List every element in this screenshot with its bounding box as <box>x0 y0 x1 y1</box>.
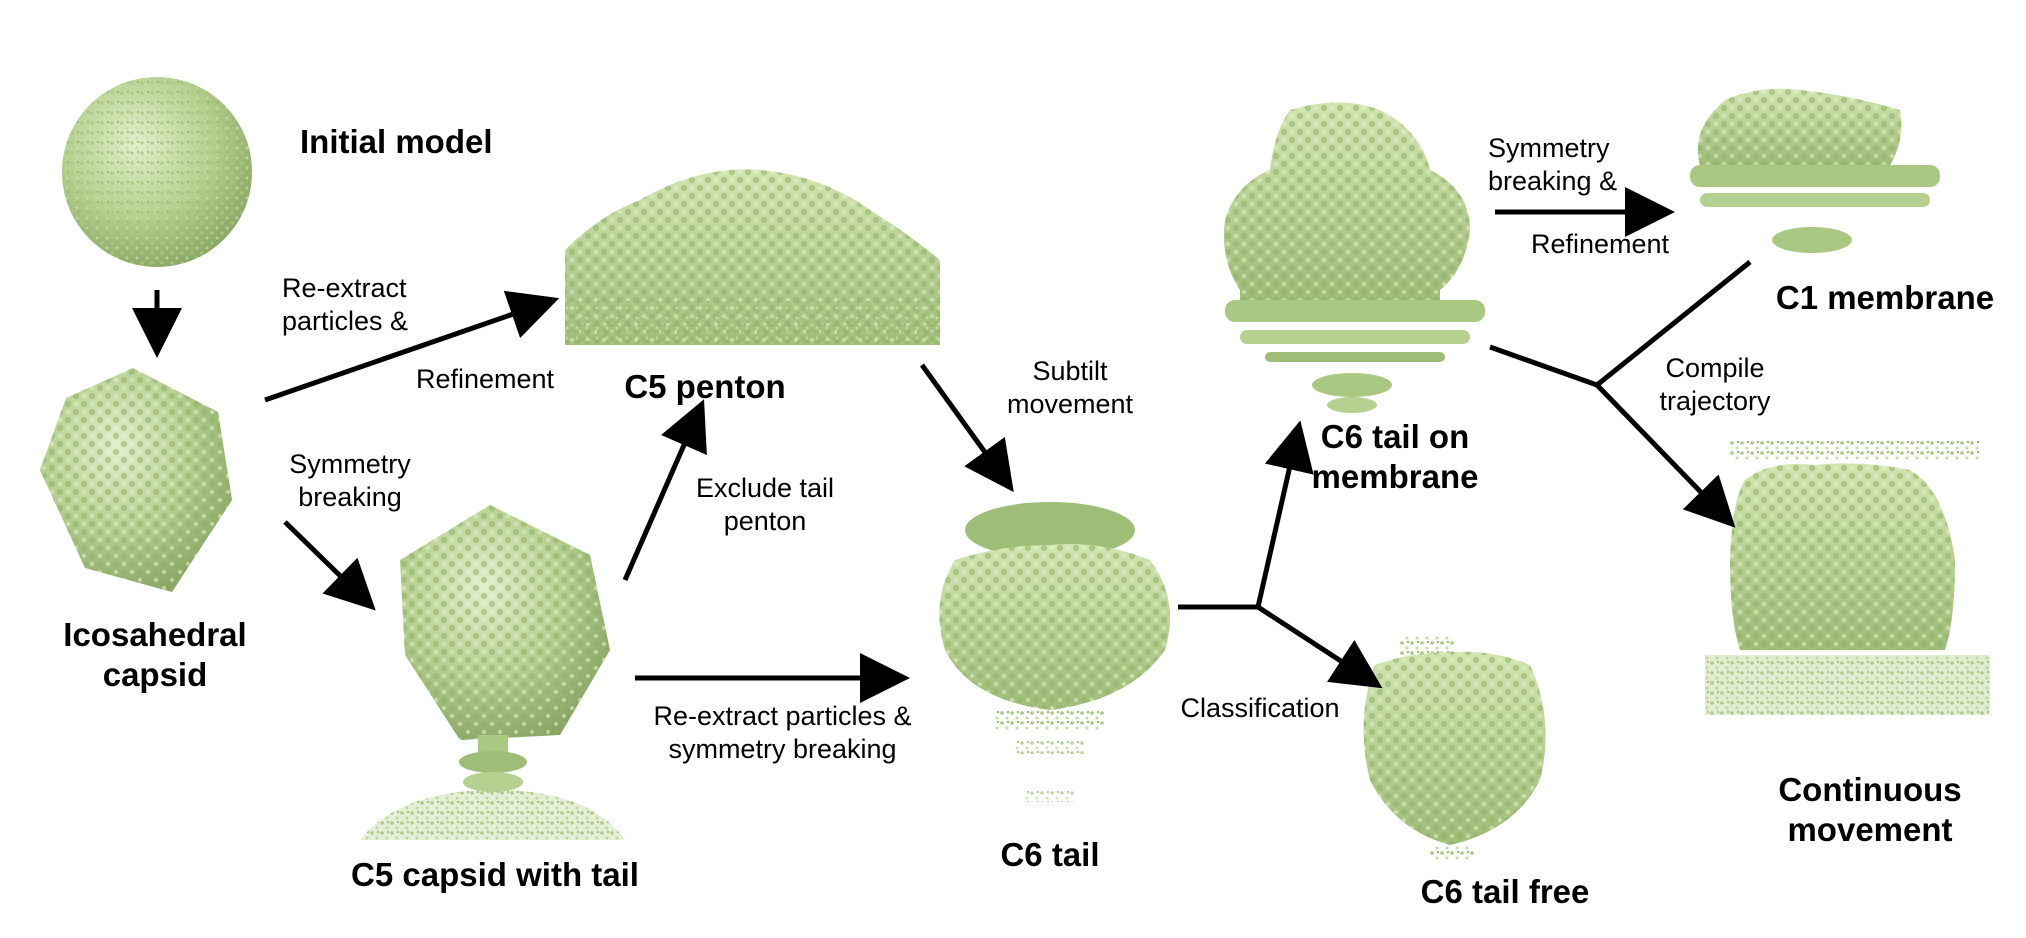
step-symbreak-refine-line2: Refinement <box>1530 229 1670 259</box>
arrow-c6-membrane-join <box>1489 344 1598 388</box>
arrow-join-to-continuous <box>1595 383 1736 528</box>
c6-tail-map <box>939 502 1170 802</box>
arrow-split-to-c6-free <box>1256 604 1383 689</box>
initial-model-map <box>62 77 252 267</box>
arrow-icosahedral-to-penton <box>264 290 560 403</box>
continuous-movement-map <box>1705 440 1990 715</box>
icosahedral-capsid-map <box>40 368 232 592</box>
c1-membrane-map <box>1690 88 1940 253</box>
step-exclude-tail-penton: Exclude tail penton <box>695 473 835 536</box>
title-c6-tail-free: C6 tail free <box>1420 873 1590 910</box>
title-continuous-movement: Continuous movement <box>1778 771 1962 849</box>
arrow-c5-capsid-to-penton <box>622 399 707 582</box>
arrows <box>132 187 1752 703</box>
c5-capsid-with-tail-map <box>360 505 625 840</box>
c5-penton-map <box>565 169 940 345</box>
title-initial-model: Initial model <box>300 123 493 160</box>
c6-tail-on-membrane-map <box>1224 102 1485 413</box>
step-subtilt-movement: Subtilt movement <box>1006 356 1134 419</box>
title-c5-capsid-with-tail: C5 capsid with tail <box>351 856 639 893</box>
title-c6-tail-on-membrane: C6 tail on membrane <box>1311 418 1479 496</box>
step-symbreak-refine-line1: Symmetry breaking & <box>1488 133 1618 196</box>
arrow-split-to-c6-on-membrane <box>1255 420 1314 608</box>
title-icosahedral-capsid: Icosahedral capsid <box>63 616 247 694</box>
step-symmetry-breaking: Symmetry breaking <box>289 449 411 512</box>
title-c5-penton: C5 penton <box>624 368 786 405</box>
arrow-penton-to-c6-tail <box>919 363 1014 493</box>
title-c6-tail: C6 tail <box>1000 836 1100 873</box>
step-reextract-symbreak: Re-extract particles & symmetry breaking <box>653 701 912 764</box>
title-c1-membrane: C1 membrane <box>1775 279 1995 316</box>
arrow-c1-join <box>1595 260 1752 387</box>
step-reextract-refine-line2: Refinement <box>415 364 555 394</box>
step-reextract-refine-line1: Re-extract particles & <box>282 273 409 336</box>
arrow-icosahedral-to-c5-capsid <box>283 520 376 611</box>
step-compile-trajectory: Compile trajectory <box>1659 353 1771 416</box>
c6-tail-free-map <box>1363 635 1546 860</box>
step-classification: Classification <box>1180 693 1340 723</box>
